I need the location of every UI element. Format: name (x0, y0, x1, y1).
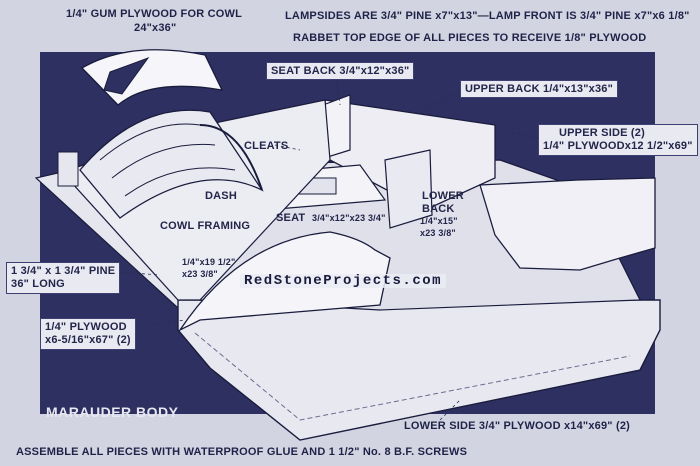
upper-side-label-line2: 1/4" PLYWOODx12 1/2"x69" (543, 140, 693, 152)
seat-back-label: SEAT BACK 3/4"x12"x36" (266, 62, 415, 80)
pine-stringer-label-line2: 36" LONG (11, 278, 65, 290)
plywood-label-line2: x6-5/16"x67" (2) (45, 334, 131, 346)
pine-stringer-label-line1: 1 3/4" x 1 3/4" PINE (11, 265, 116, 277)
lower-back-title-2: BACK (422, 203, 455, 215)
cowl-rib-2 (111, 143, 216, 179)
lamp-block (57, 151, 79, 187)
lower-back-dims-2: x23 3/8" (420, 228, 456, 238)
lower-back-title-1: LOWER (422, 190, 464, 202)
leader-lines (117, 79, 551, 421)
lower-side-panel (177, 299, 661, 441)
lampsides-note: LAMPSIDES ARE 3/4" PINE x7"x13"—LAMP FRO… (285, 10, 690, 22)
cowl-plywood-label: 1/4" GUM PLYWOOD FOR COWL (66, 8, 243, 20)
lower-side-label: LOWER SIDE 3/4" PLYWOOD x14"x69" (2) (404, 420, 631, 432)
cowl-rib-1 (99, 123, 201, 161)
diagram-title: MARAUDER BODY (46, 404, 179, 420)
cowl-rib-3 (124, 167, 236, 197)
plywood-label-line1: 1/4" PLYWOOD (45, 321, 127, 333)
lower-back-panel (384, 149, 433, 229)
bulkhead-dims-2: x23 3/8" (182, 269, 218, 279)
seat-label: SEAT (276, 212, 306, 224)
rabbet-note: RABBET TOP EDGE OF ALL PIECES TO RECEIVE… (293, 32, 647, 44)
lower-side-screw-line (194, 332, 631, 421)
plywood-label: 1/4" PLYWOOD x6-5/16"x67" (2) (40, 318, 136, 350)
pine-stringer-label: 1 3/4" x 1 3/4" PINE 36" LONG (6, 262, 121, 294)
seat-dims: 3/4"x12"x23 3/4" (312, 213, 386, 223)
upper-side-panel (479, 177, 656, 271)
cowl-cutout (103, 56, 150, 95)
cowl-plywood-size: 24"x36" (134, 22, 177, 34)
bulkhead-dims-1: 1/4"x19 1/2" (182, 257, 236, 267)
assembly-note: ASSEMBLE ALL PIECES WITH WATERPROOF GLUE… (16, 446, 468, 458)
cleats-label: CLEATS (244, 140, 289, 152)
upper-side-label-line1: UPPER SIDE (2) (559, 127, 645, 139)
lower-back-dims-1: 1/4"x15" (420, 216, 458, 226)
cowl-framing-label: COWL FRAMING (160, 220, 251, 232)
watermark: RedStoneProjects.com (240, 274, 447, 288)
upper-back-label: UPPER BACK 1/4"x13"x36" (460, 80, 619, 98)
upper-side-label: UPPER SIDE (2) 1/4" PLYWOODx12 1/2"x69" (538, 124, 698, 156)
dash-arch (199, 124, 263, 191)
dash-label: DASH (205, 190, 237, 202)
